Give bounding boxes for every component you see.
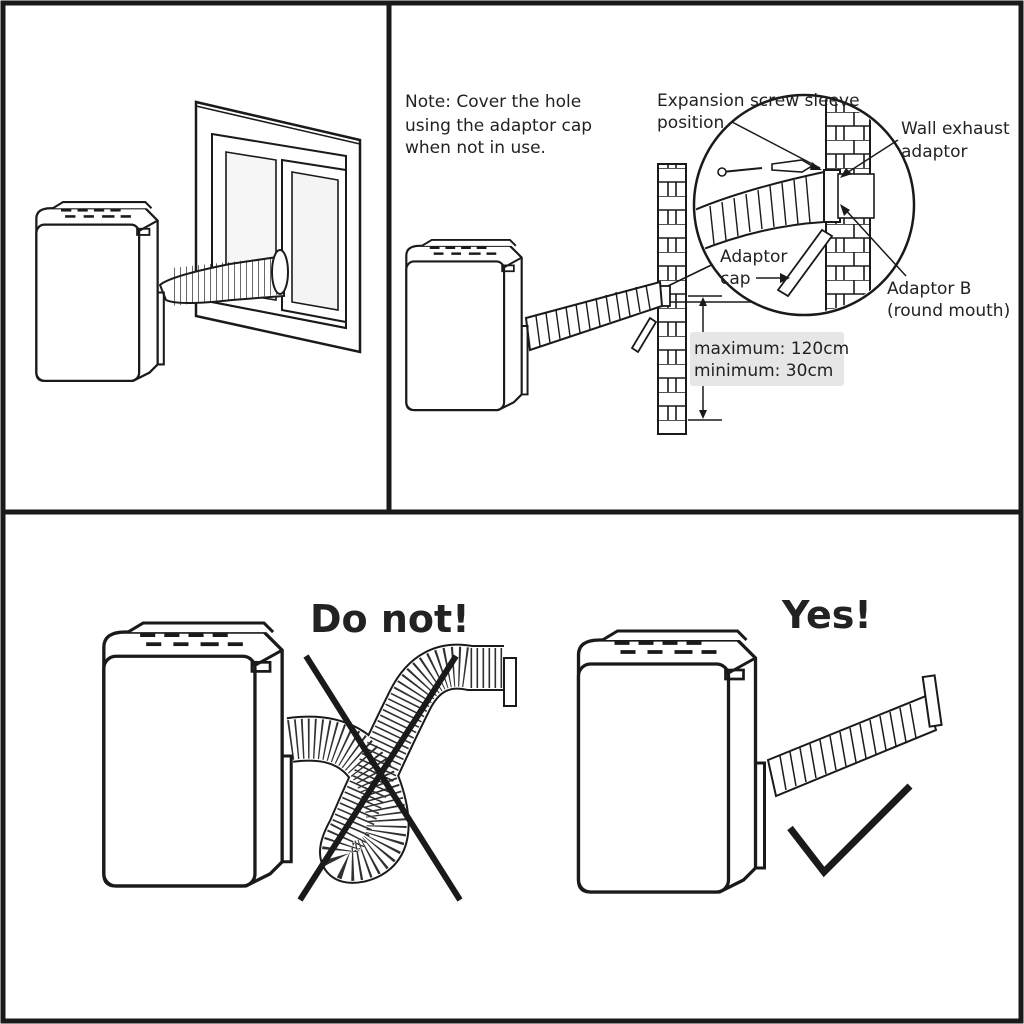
expansion-screw-label-2: position [657, 113, 724, 133]
adaptor-b-label-1: Adaptor B [887, 279, 971, 299]
exhaust-hose-wall [524, 280, 664, 354]
looped-hose [286, 643, 517, 884]
air-conditioner-unit-right [579, 631, 765, 892]
note-line-2: using the adaptor cap [405, 116, 592, 136]
panel-window-install [34, 100, 362, 383]
height-dimension-box [690, 332, 844, 386]
detail-zoom-circle [692, 93, 916, 317]
adaptor-cap-label-2: cap [720, 269, 751, 289]
check-mark-icon [787, 783, 913, 878]
exhaust-hose-window [158, 249, 289, 307]
wall-exhaust-label-2: adaptor [901, 142, 967, 162]
note-line-3: when not in use. [405, 138, 546, 158]
adaptor-b-label-2: (round mouth) [887, 301, 1010, 321]
height-minimum: minimum: 30cm [694, 361, 833, 381]
window-frame [194, 100, 362, 354]
adaptor-cap-part [776, 228, 834, 298]
note-line-1: Note: Cover the hole [405, 92, 581, 112]
expansion-screw-label-1: Expansion screw sleeve [657, 91, 860, 111]
air-conditioner-unit-wall [405, 238, 529, 412]
straight-hose [766, 674, 943, 798]
air-conditioner-unit-wrong [104, 623, 291, 886]
height-dimension: maximum: 120cm minimum: 30cm [688, 295, 849, 421]
panel-hose-guidance: Do not! Yes! [104, 593, 943, 902]
air-conditioner-unit [34, 200, 166, 383]
adaptor-cap-label-1: Adaptor [720, 247, 787, 267]
cross-mark-icon [297, 654, 463, 902]
expansion-screw [717, 159, 814, 177]
panel-wall-install: Note: Cover the hole using the adaptor c… [405, 91, 1010, 435]
wrong-label: Do not! [310, 597, 470, 641]
right-label: Yes! [781, 593, 872, 637]
wall-exhaust-label-1: Wall exhaust [901, 119, 1010, 139]
height-maximum: maximum: 120cm [694, 339, 849, 359]
